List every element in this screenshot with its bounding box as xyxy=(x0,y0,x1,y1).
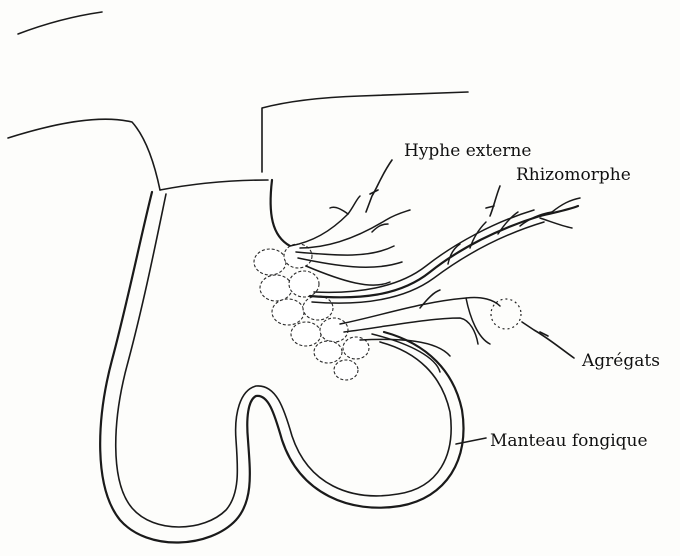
agregats-arrow xyxy=(522,322,574,358)
label-rhizomorphe: Rhizomorphe xyxy=(516,165,631,185)
stray-stroke xyxy=(18,12,102,34)
root-neck-top xyxy=(160,180,268,190)
agregat-circle xyxy=(491,299,521,329)
cell xyxy=(254,249,286,275)
label-agregats: Agrégats xyxy=(581,351,660,371)
label-manteau-fongique: Manteau fongique xyxy=(490,431,648,451)
rhizomorphe-arrow xyxy=(486,186,500,216)
hyphe-externe-arrow xyxy=(366,160,392,212)
cell xyxy=(303,296,333,320)
label-hyphe-externe: Hyphe externe xyxy=(404,141,531,161)
cell xyxy=(272,299,304,325)
cell xyxy=(291,322,321,346)
cell xyxy=(314,341,342,363)
manteau-fongique-arrow xyxy=(456,438,486,444)
cell xyxy=(320,318,348,342)
cell xyxy=(334,360,358,380)
parent-root-left-edge xyxy=(8,119,160,190)
hartig-net xyxy=(254,244,369,380)
cell xyxy=(289,271,319,297)
mantle-neck-right xyxy=(271,180,290,246)
rhizomorph xyxy=(310,198,580,303)
manteau-fongique-inner xyxy=(116,194,451,527)
cell xyxy=(260,275,292,301)
